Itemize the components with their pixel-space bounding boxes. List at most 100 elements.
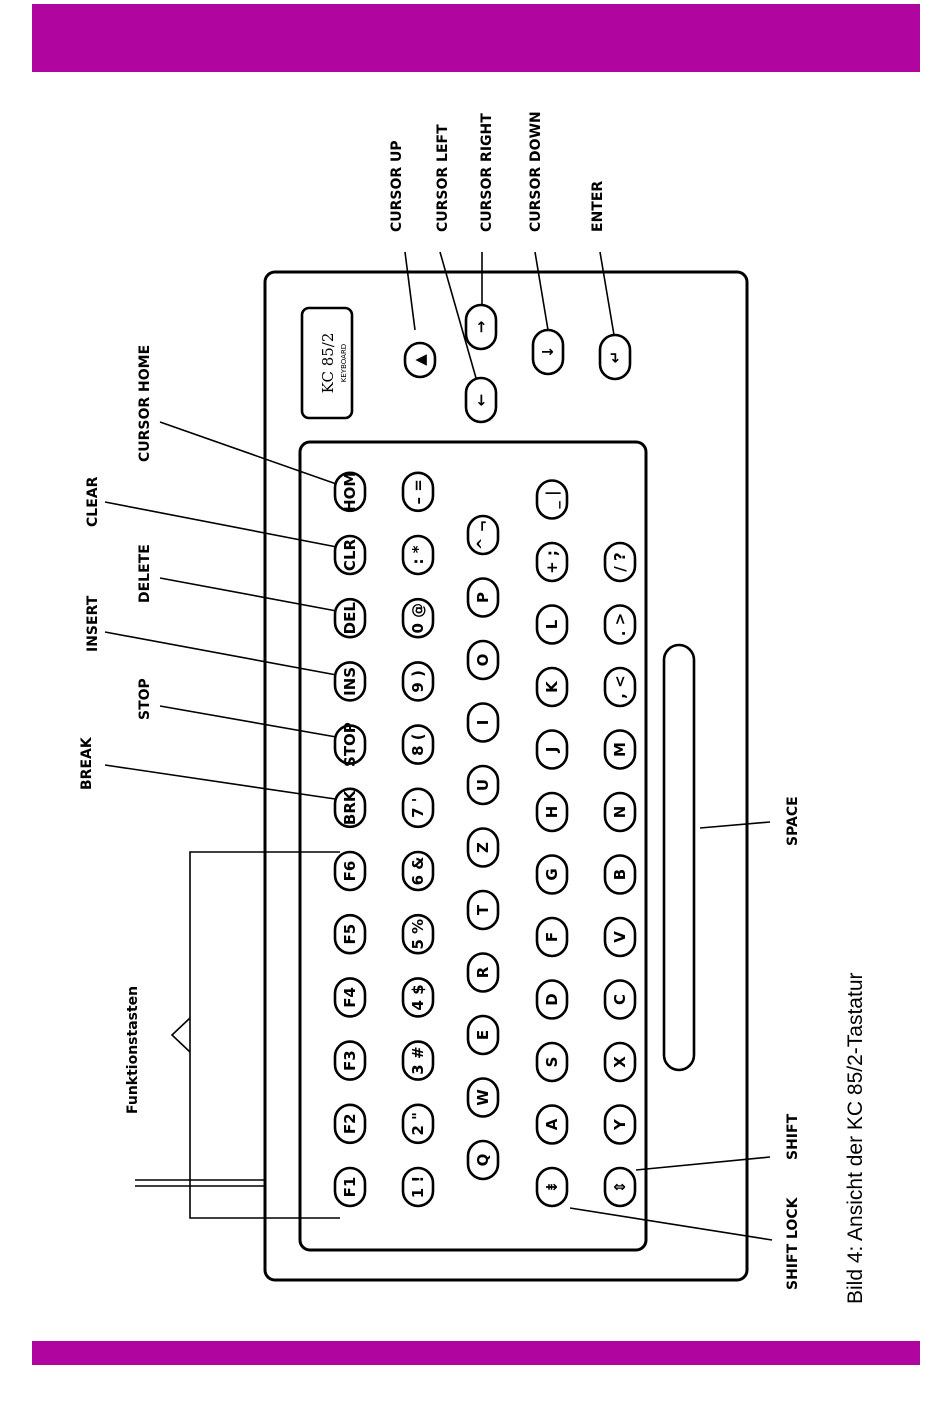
key-r2-8[interactable]: 8 ( [401,724,435,765]
key-r2-3[interactable]: 3 # [401,1040,435,1081]
key-r5-5[interactable]: V [603,916,637,958]
key-label: X [611,1056,629,1068]
key-label: M [611,742,629,757]
key-r1-9[interactable]: INS [333,661,367,702]
key-r5-6[interactable]: B [603,854,637,895]
key-r1-11[interactable]: CLR [333,534,367,576]
key-r3-1[interactable]: Q [466,1139,500,1181]
key-label: F [543,932,561,942]
key-r3-9[interactable]: O [466,639,500,681]
key-r4-12[interactable]: _ | [535,479,569,520]
key-r4-2[interactable]: A [535,1104,569,1145]
key-label: : * [409,545,427,564]
enter-icon: ↵ [606,351,624,364]
key-r2-9[interactable]: 9 ) [401,661,435,702]
space-bar[interactable] [662,643,696,1072]
key-r5-1[interactable]: ⇕ [603,1166,637,1208]
key-r1-6[interactable]: F6 [333,850,367,892]
logo-model: KC 85/2 [319,333,337,394]
figure-caption: Bild 4: Ansicht der KC 85/2-Tastatur [844,972,867,1304]
key-label: INS [341,667,359,696]
key-label: R [474,966,492,978]
key-r5-2[interactable]: Y [603,1104,637,1145]
key-r1-4[interactable]: F4 [333,977,367,1018]
key-r1-8[interactable]: STOP [333,722,367,767]
key-r3-6[interactable]: Z [466,827,500,868]
cursor-key-right[interactable]: → [464,303,498,351]
key-r4-6[interactable]: G [535,854,569,895]
key-r4-10[interactable]: L [535,604,569,645]
key-r5-10[interactable]: . > [603,604,637,645]
key-r1-1[interactable]: F1 [333,1166,367,1208]
key-r5-8[interactable]: M [603,729,637,770]
key-r3-8[interactable]: I [466,702,500,743]
key-r1-10[interactable]: DEL [333,597,367,639]
key-r4-1[interactable]: ⇟ [535,1166,569,1208]
bottom-color-band [32,1341,920,1365]
key-label: F3 [341,1050,359,1071]
key-r2-7[interactable]: 7 ' [401,787,435,829]
key-r5-11[interactable]: / ? [603,541,637,583]
key-r3-2[interactable]: W [466,1077,500,1118]
key-label: W [474,1089,492,1106]
key-r1-2[interactable]: F2 [333,1103,367,1145]
key-r5-4[interactable]: C [603,979,637,1020]
cursor-right-icon: → [472,321,490,334]
key-label: 9 ) [409,670,427,693]
key-label: F1 [341,1177,359,1198]
key-r3-10[interactable]: P [466,577,500,618]
key-r2-11[interactable]: : * [401,534,435,576]
key-r4-4[interactable]: D [535,979,569,1020]
key-r2-2[interactable]: 2 " [401,1103,435,1145]
cursor-key-down[interactable]: ↓ [531,328,565,376]
cursor-key-up[interactable]: ▲ [403,341,437,379]
key-label: D [543,993,561,1005]
key-r1-12[interactable]: HOM [333,471,367,513]
key-r2-6[interactable]: 6 & [401,850,435,892]
key-r4-3[interactable]: S [535,1041,569,1083]
key-label: A [543,1118,561,1130]
cursor-key-left[interactable]: ← [464,376,498,424]
label-cursor-right: CURSOR RIGHT [479,113,495,232]
key-r4-5[interactable]: F [535,916,569,958]
key-r4-8[interactable]: J [535,729,569,770]
key-r2-12[interactable]: – = [401,471,435,513]
key-r2-5[interactable]: 5 % [401,913,435,955]
key-r2-4[interactable]: 4 $ [401,977,435,1018]
key-label: T [474,904,492,915]
key-r1-7[interactable]: BRK [333,787,367,829]
key-label: E [474,1030,492,1040]
key-label: G [543,868,561,880]
key-r3-4[interactable]: R [466,952,500,993]
key-r1-3[interactable]: F3 [333,1040,367,1081]
cursor-down-icon: ↓ [539,346,557,359]
key-r4-11[interactable]: + ; [535,541,569,583]
key-r3-7[interactable]: U [466,764,500,806]
key-label: . > [611,613,629,637]
key-r3-5[interactable]: T [466,889,500,931]
label-delete: DELETE [137,544,153,603]
key-label: L [543,619,561,629]
key-r3-3[interactable]: E [466,1014,500,1056]
key-r5-9[interactable]: , < [603,666,637,708]
cursor-up-icon: ▲ [411,354,429,366]
key-label: 5 % [409,919,427,950]
key-label: STOP [341,722,359,767]
key-r4-9[interactable]: K [535,666,569,708]
key-label: HOM [341,472,359,512]
key-r5-3[interactable]: X [603,1041,637,1083]
key-r4-7[interactable]: H [535,791,569,833]
label-shift-lock: SHIFT LOCK [785,1196,801,1290]
key-r2-1[interactable]: 1 ! [401,1166,435,1208]
key-label: J [543,747,561,754]
key-label: DEL [341,602,359,635]
key-label: H [543,806,561,819]
enter-key[interactable]: ↵ [598,333,632,381]
key-r1-5[interactable]: F5 [333,913,367,955]
key-r2-10[interactable]: 0 @ [401,597,435,639]
function-keys-brace-tip [170,1017,191,1053]
key-r5-7[interactable]: N [603,791,637,833]
function-keys-bracket [189,851,340,1219]
key-r3-11[interactable]: ^ ¬ [466,514,500,556]
key-label: ⇟ [543,1181,561,1194]
